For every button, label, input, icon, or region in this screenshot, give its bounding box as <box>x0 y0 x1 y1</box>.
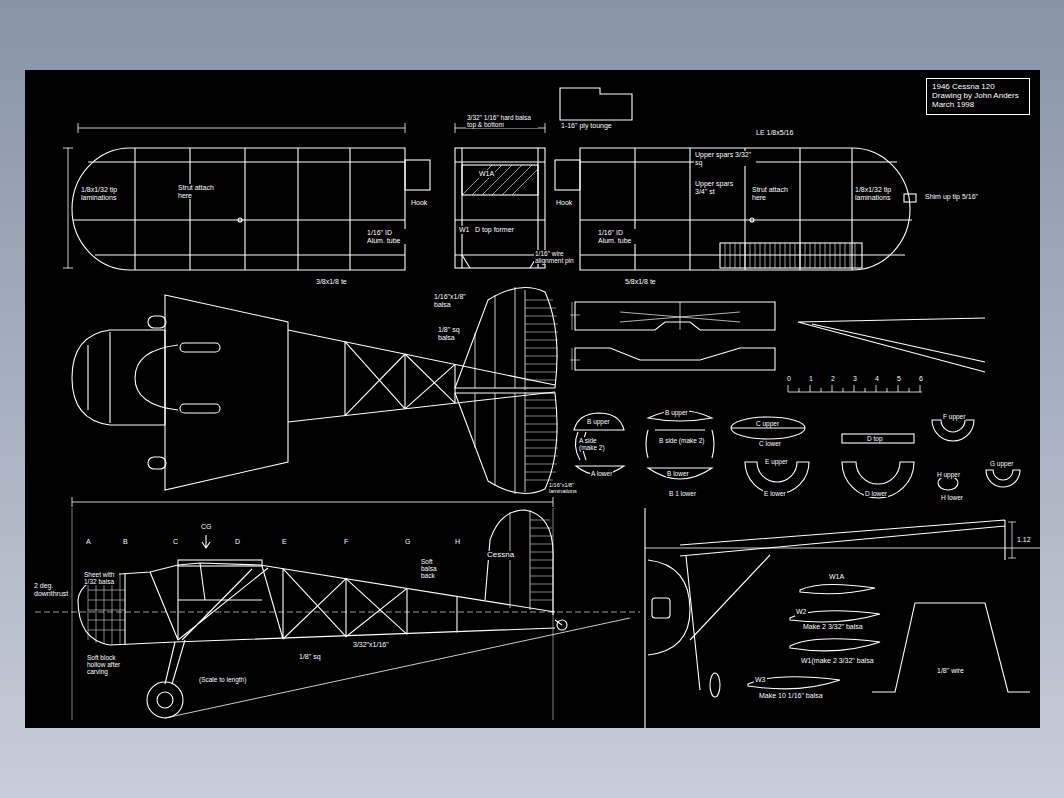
title-text: Drawing by John Anders March 1998 <box>932 91 1024 109</box>
plan-note: W2 <box>795 608 808 616</box>
plan-note: E upper <box>764 458 789 465</box>
plan-note: G upper <box>989 460 1015 467</box>
plan-note: Sheet with 1/32 balsa <box>83 571 119 585</box>
plan-note: W1(make 2 3/32" balsa <box>800 657 875 665</box>
plan-note: B 1 lower <box>668 490 697 497</box>
plan-note: 1/16" wire alignment pin <box>534 250 578 264</box>
plan-note: Shim up tip 5/16" <box>924 193 979 201</box>
plan-note: 1/16"x1/8" balsa <box>433 293 475 308</box>
plan-note: 1/8x1/32 tip laminations <box>854 186 902 201</box>
plan-note: F <box>343 538 349 546</box>
plan-note: H lower <box>940 494 964 501</box>
plan-note: D top <box>866 435 884 442</box>
plan-note: B lower <box>666 470 690 477</box>
plan-note: A side (make 2) <box>578 437 610 451</box>
plan-note: 1/16"x1/8" laminations <box>548 482 600 494</box>
plan-note: C <box>172 538 179 546</box>
plan-note: F upper <box>942 413 966 420</box>
plan-note: 3/32"x1/16" <box>352 641 390 649</box>
plan-note: B upper <box>586 418 611 425</box>
plan-note: 5 <box>896 375 902 383</box>
plan-note: C lower <box>758 440 782 447</box>
plan-note: C upper <box>755 420 780 427</box>
plan-note: 2 deg. downthrust <box>33 582 65 597</box>
plan-note: 1/8x1/32 tip laminations <box>80 186 128 201</box>
plan-note: Strut attach here <box>177 184 227 199</box>
plan-note: Make 2 3/32" balsa <box>802 623 864 631</box>
plan-note: 1/8" sq <box>298 653 322 661</box>
plan-note: 6 <box>918 375 924 383</box>
plan-note: Cessna <box>486 551 515 560</box>
plan-note: B upper <box>664 409 689 416</box>
plan-note: W3 <box>754 676 767 684</box>
plan-note: G <box>404 538 411 546</box>
plan-note: D lower <box>864 490 888 497</box>
plan-note: B <box>122 538 129 546</box>
plan-note: Soft block hollow after carving <box>86 654 128 675</box>
plan-note: B side (make 2) <box>658 437 706 444</box>
plan-note: 5/8x1/8 te <box>624 278 657 286</box>
plan-note: Upper spars 3/32" sq <box>694 151 756 166</box>
plan-note: D top former <box>474 226 515 234</box>
plan-note: 1/16" ID Alum. tube <box>366 229 406 244</box>
plan-note: (Scale to length) <box>198 676 247 683</box>
title-block: 1946 Cessna 120Drawing by John Anders Ma… <box>926 78 1030 115</box>
plan-note: 4 <box>874 375 880 383</box>
plan-note: W1A <box>828 573 845 581</box>
plan-note: 1 <box>808 375 814 383</box>
plan-note: Upper spars 3/4" st <box>694 180 740 195</box>
plan-note: 3 <box>852 375 858 383</box>
plan-note: D <box>234 538 241 546</box>
plan-note: LE 1/8x5/16 <box>755 129 794 137</box>
plan-note: 3/32" 1/16" hard balsa top & bottom <box>466 114 538 128</box>
plan-note: Hook <box>410 199 428 207</box>
plan-note: E lower <box>763 490 787 497</box>
plan-note: H <box>454 538 461 546</box>
plan-note: A lower <box>590 470 613 477</box>
plan-note: Hook <box>555 199 573 207</box>
plan-note: 0 <box>786 375 792 383</box>
plan-note: E <box>281 538 288 546</box>
plan-note: W1A <box>478 170 495 178</box>
plan-note: Make 10 1/16" balsa <box>758 692 824 700</box>
plan-note: Soft balsa back <box>420 558 450 579</box>
plan-note: A <box>85 538 92 546</box>
plan-note: 1.12 <box>1016 536 1032 544</box>
plan-note: 1/16" ID Alum. tube <box>597 229 637 244</box>
plan-note: CG <box>200 523 213 531</box>
plan-note: W1 <box>458 226 471 234</box>
plan-note: 3/8x1/8 te <box>315 278 348 286</box>
plan-note: 1-16" ply tounge <box>560 122 613 130</box>
plan-note: Strut attach here <box>751 186 797 201</box>
title-text: 1946 Cessna 120 <box>932 82 1024 91</box>
plan-note: H upper <box>936 471 961 478</box>
plan-note: 1/8" sq balsa <box>437 326 471 341</box>
plan-note: 1/8" wire <box>936 667 965 675</box>
plan-note: 2 <box>830 375 836 383</box>
